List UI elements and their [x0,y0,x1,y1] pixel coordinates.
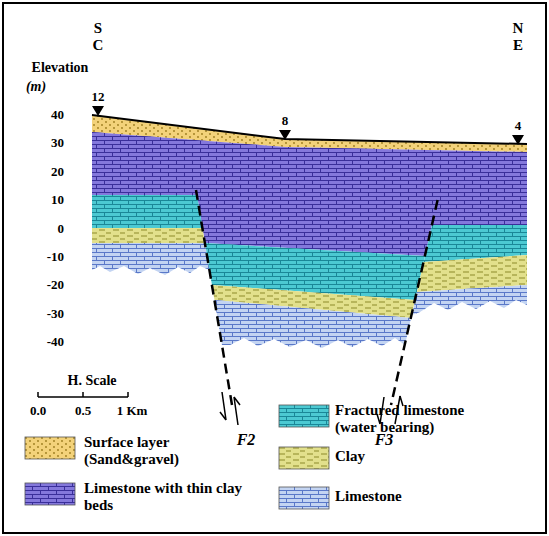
elevation-tick: -40 [47,335,64,349]
fault-lines [196,190,438,425]
well-number: 4 [515,119,522,133]
scale-number: 0.0 [30,404,46,418]
legend-swatch-box [278,404,330,428]
well-markers [92,106,524,145]
legend-swatch-texture [279,487,329,509]
legend-swatch [25,437,75,459]
legend-swatch-texture [25,437,75,459]
axis-title: Elevation [32,60,89,75]
elevation-tick: 10 [51,193,64,207]
legend-swatch-box [24,436,76,460]
elevation-tick: 30 [51,136,64,150]
elevation-tick: -30 [47,307,64,321]
scale-number: 1 Km [117,404,148,418]
axis-unit: (m) [26,79,46,94]
legend-swatch-texture [279,405,329,427]
legend-swatch [279,487,329,509]
legend-swatch-box [278,446,330,470]
scale-bar [38,392,128,397]
middle-block [205,243,425,348]
legend-swatch-texture [279,447,329,469]
fault-label: F2 [237,431,256,449]
scale-number: 0.5 [75,404,91,418]
frame [3,3,546,533]
well-number: 8 [282,114,289,128]
scale-title: H. Scale [68,373,117,388]
well-number: 12 [92,90,105,104]
elevation-tick: 20 [51,165,64,179]
legend-text: Clay [335,448,485,465]
legend-swatch [279,447,329,469]
legend-swatch-box [278,486,330,510]
elevation-tick: -20 [47,278,64,292]
elevation-tick: -10 [47,250,64,264]
direction-letter: S [94,20,102,37]
legend-swatch-box [24,482,76,506]
left-block [92,195,210,275]
legend-text: Surface layer (Sand&gravel) [84,434,214,469]
legend-text: Limestone [335,488,485,505]
elevation-tick: 40 [51,108,64,122]
direction-letter: C [93,37,104,54]
legend-swatch [279,405,329,427]
legend-text: Fractured limestone (water bearing) [335,402,505,437]
legend-text: Limestone with thin clay beds [84,480,244,515]
elevation-tick: 0 [58,221,65,235]
direction-letter: N [513,20,524,37]
direction-letter: E [513,37,523,54]
legend-swatch [25,483,75,505]
legend-swatch-texture [25,483,75,505]
